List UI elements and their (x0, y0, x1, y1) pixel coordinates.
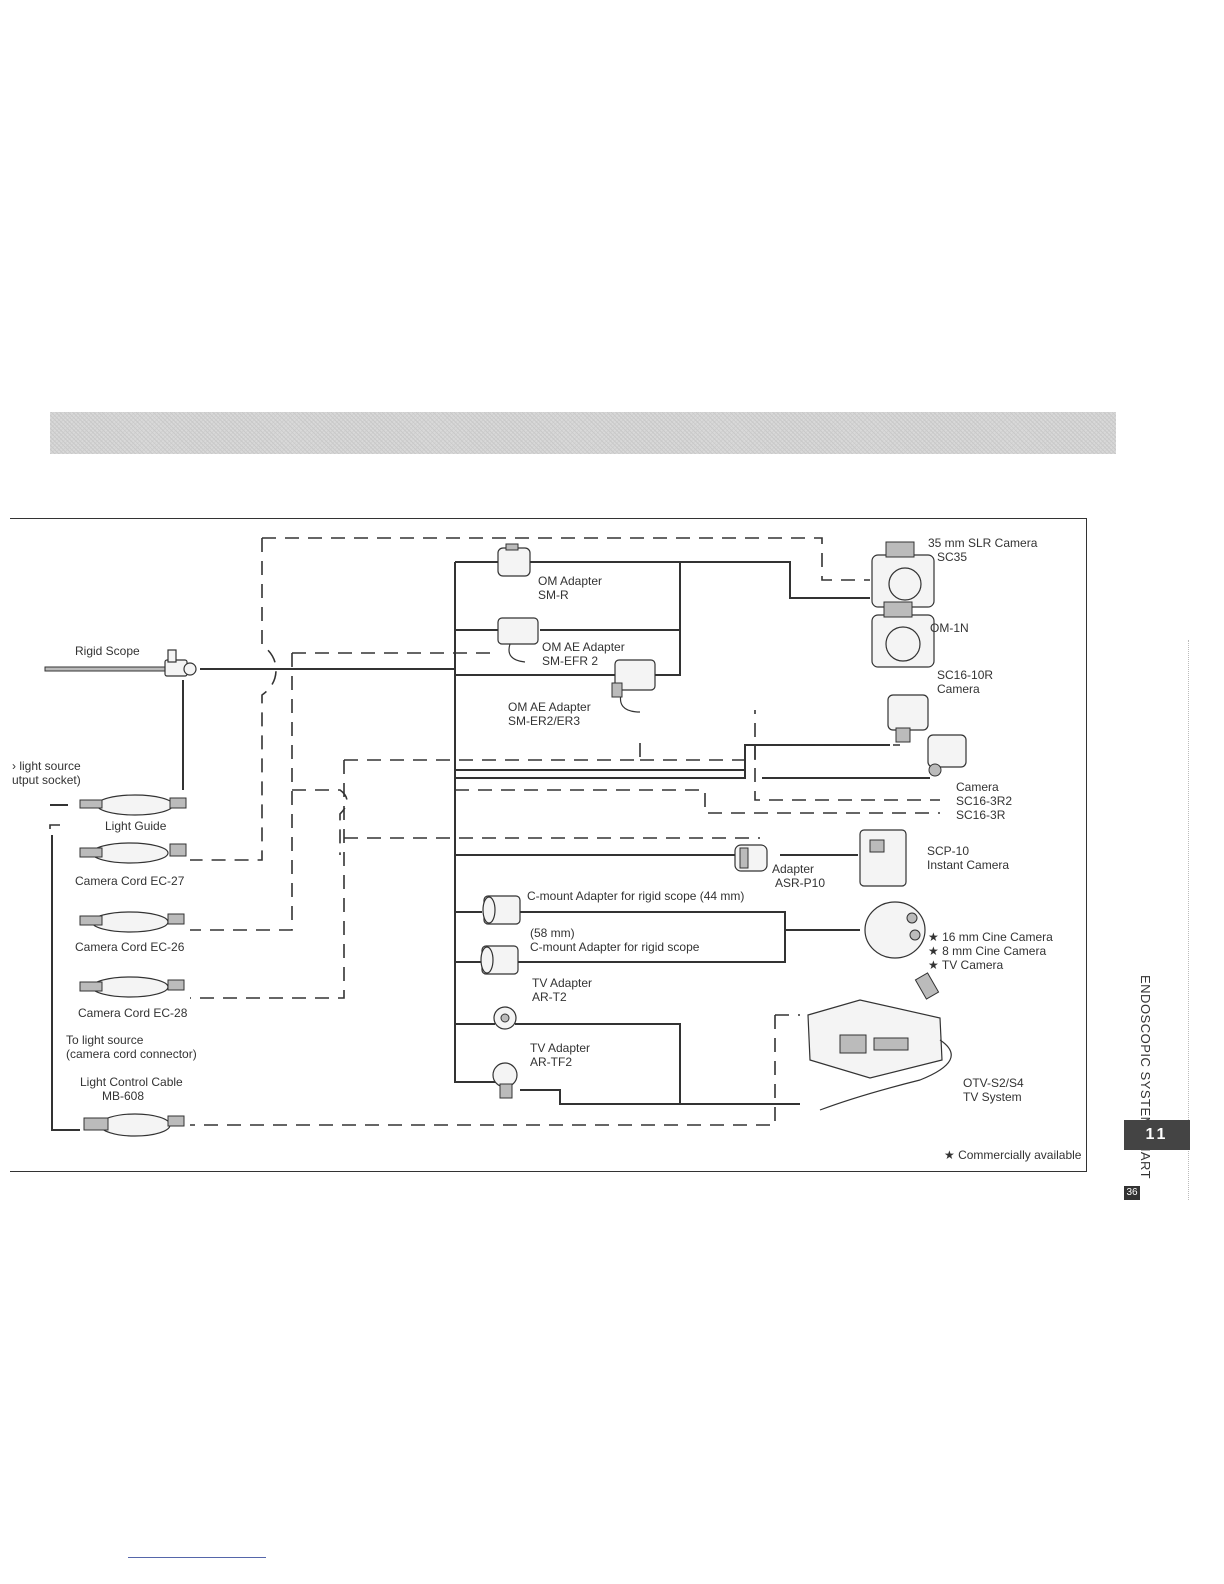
otv-s2-s4-label: OTV-S2/S4 (963, 1076, 1024, 1090)
header-band (50, 412, 1116, 454)
commercially-available-note: ★ Commercially available (944, 1148, 1082, 1162)
to-light-source-label-2: (camera cord connector) (66, 1047, 197, 1061)
to-light-source-label-1: To light source (66, 1033, 144, 1047)
sc16-10r-camera-icon (887, 694, 929, 743)
scp-10-label: SCP-10 (927, 844, 969, 858)
sm-efr2-label: SM-EFR 2 (542, 654, 598, 668)
om-ae-adapter-label: OM AE Adapter (542, 640, 625, 654)
tv-camera-label: ★ TV Camera (928, 958, 1004, 972)
c-mount-58-icon (480, 945, 519, 975)
c-mount-58-label: C-mount Adapter for rigid scope (530, 940, 700, 954)
sc16-10r-camera-label: Camera (937, 682, 980, 696)
sc16-3r-label: SC16-3R (956, 808, 1006, 822)
c-mount-44-icon (482, 895, 521, 925)
scp-10-camera-icon (859, 829, 907, 887)
cine-16mm-label: ★ 16 mm Cine Camera (928, 930, 1053, 944)
sm-r-label: SM-R (538, 588, 569, 602)
light-control-cable-label: Light Control Cable (80, 1075, 183, 1089)
dashed-connections (49, 537, 940, 1131)
adapter-labels: OM Adapter SM-R OM AE Adapter SM-EFR 2 O… (508, 574, 825, 1069)
cord-ec28-label: Camera Cord EC-28 (78, 1006, 188, 1020)
light-source-label-2: utput socket) (12, 773, 81, 787)
side-title: ENDOSCOPIC SYSTEM CHART (1138, 975, 1153, 1180)
c-mount-44-label: C-mount Adapter for rigid scope (44 mm) (527, 889, 744, 903)
camera-labels: 35 mm SLR Camera SC35 OM-1N SC16-10R Cam… (927, 536, 1053, 1104)
asr-p10-label: ASR-P10 (775, 876, 825, 890)
ar-t2-label: AR-T2 (532, 990, 567, 1004)
cord-ec26-label: Camera Cord EC-26 (75, 940, 185, 954)
light-guide-icon (79, 794, 187, 816)
cine-camera-icon (864, 901, 940, 1000)
margin-rule (1188, 640, 1189, 1200)
chart-frame (10, 518, 1087, 1172)
sc35-label: SC35 (937, 550, 967, 564)
sc16-3r2-label: SC16-3R2 (956, 794, 1012, 808)
om-1n-label: OM-1N (930, 621, 969, 635)
instant-camera-label: Instant Camera (927, 858, 1009, 872)
cine-8mm-label: ★ 8 mm Cine Camera (928, 944, 1046, 958)
tv-system-label: TV System (963, 1090, 1022, 1104)
camera-cord-ec26-icon (79, 911, 185, 933)
ar-tf2-label: AR-TF2 (530, 1055, 572, 1069)
sc16-3r-camera-icon (927, 734, 967, 777)
adapter-label: Adapter (772, 862, 814, 876)
camera-cord-ec27-icon (79, 842, 187, 864)
om-ae-adapter-2-label: OM AE Adapter (508, 700, 591, 714)
om-ae-adapter-efr2-icon (497, 617, 539, 663)
rigid-scope-icon (44, 649, 197, 677)
cord-ec27-label: Camera Cord EC-27 (75, 874, 185, 888)
slr-camera-label: 35 mm SLR Camera (928, 536, 1038, 550)
tv-adapter-label: TV Adapter (532, 976, 592, 990)
adapter-asr-p10-icon (734, 844, 768, 872)
om-ae-adapter-er2-icon (611, 659, 656, 713)
om-adapter-icon (497, 543, 531, 577)
om-1n-camera-icon (871, 601, 935, 668)
page-number: 36 (1124, 1186, 1140, 1200)
tv-adapter-ar-t2-icon (493, 1006, 517, 1030)
c-mount-58mm-label: (58 mm) (530, 926, 575, 940)
tv-adapter-tf2-label: TV Adapter (530, 1041, 590, 1055)
sm-er2-er3-label: SM-ER2/ER3 (508, 714, 580, 728)
sc16-10r-label: SC16-10R (937, 668, 993, 682)
om-adapter-label: OM Adapter (538, 574, 602, 588)
left-labels: Rigid Scope › light source utput socket)… (12, 644, 197, 1103)
mb-608-label: MB-608 (102, 1089, 144, 1103)
camera-cord-ec28-icon (79, 976, 185, 998)
camera-label: Camera (956, 780, 999, 794)
tv-adapter-ar-tf2-icon (492, 1062, 518, 1099)
light-guide-label: Light Guide (105, 819, 167, 833)
footer-rule (128, 1557, 266, 1558)
section-tab: 11 (1124, 1120, 1190, 1150)
rigid-scope-label: Rigid Scope (75, 644, 140, 658)
solid-connections (50, 561, 930, 1105)
light-control-cable-icon (83, 1113, 185, 1137)
light-source-label-1: › light source (12, 759, 81, 773)
otv-system-icon (807, 999, 952, 1111)
slr-camera-sc35-icon (871, 541, 935, 608)
